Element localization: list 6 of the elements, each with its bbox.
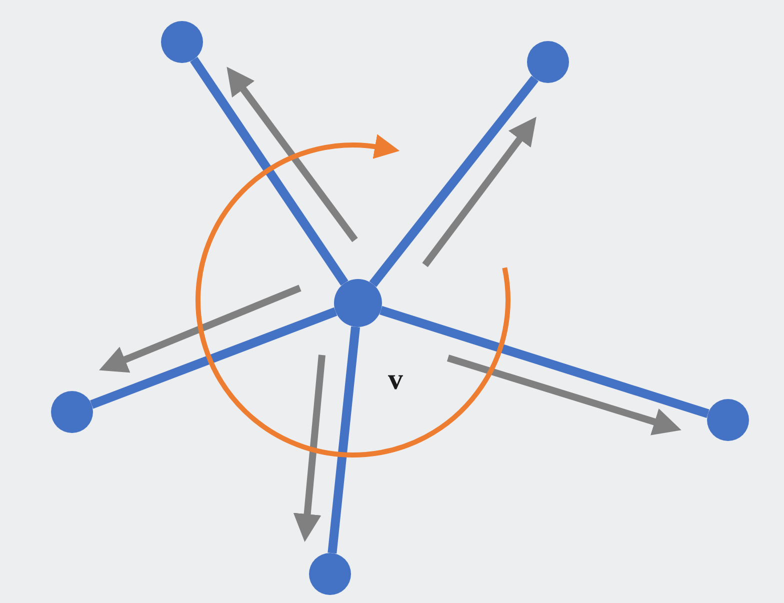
vertex-label: v <box>388 365 403 395</box>
graph-edge <box>369 76 539 287</box>
graph-edge <box>380 306 710 418</box>
graph-edge <box>328 326 360 554</box>
graph-edge <box>190 56 348 286</box>
graph-edge <box>90 307 338 409</box>
